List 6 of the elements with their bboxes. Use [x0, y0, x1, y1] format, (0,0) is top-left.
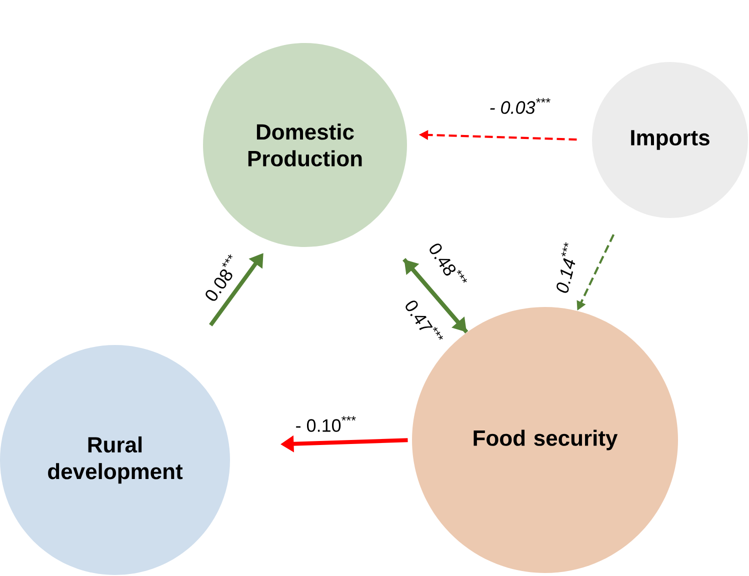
edge-label: 0.14$^{***}$ [556, 242, 576, 293]
circle-node: Domestic Production [203, 43, 407, 247]
edge-label: - 0.10$^{***}$ [296, 416, 356, 432]
circle-node: Rural development [0, 345, 230, 575]
edge-label: - 0.03$^{***}$ [490, 98, 550, 114]
circle-node: Imports [592, 62, 748, 218]
